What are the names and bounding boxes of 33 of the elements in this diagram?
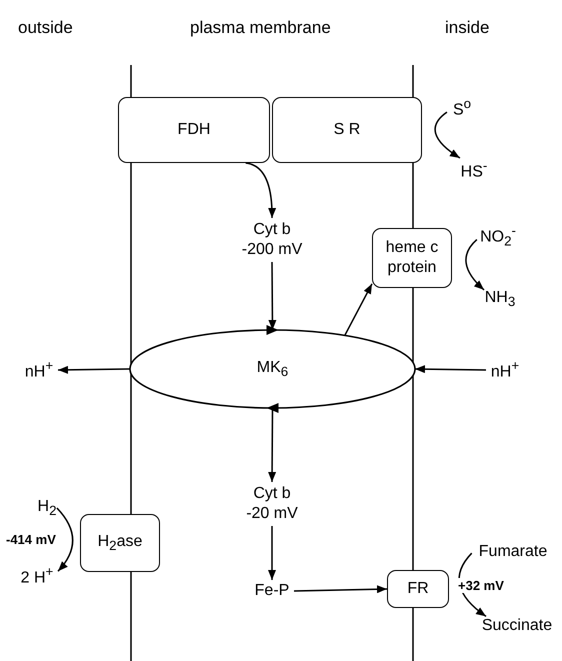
compound-label: Fumarate xyxy=(470,540,556,564)
arrow xyxy=(56,508,74,572)
arrow xyxy=(465,239,485,290)
arrow xyxy=(344,283,373,336)
carrier-label: Fe-P xyxy=(250,580,294,602)
proton-label: nH$^{+}$ xyxy=(20,358,58,382)
region-heading: outside xyxy=(18,18,73,38)
arrow xyxy=(434,111,460,159)
arrow xyxy=(268,408,276,482)
arrow xyxy=(246,162,276,218)
compound-label: Succinate xyxy=(474,614,560,638)
region-heading: plasma membrane xyxy=(190,18,331,38)
compound-label: H$_{2}$ xyxy=(34,496,60,520)
arrow xyxy=(268,262,276,330)
compound-label: HS$^{-}$ xyxy=(455,158,493,182)
enzyme-box: H$_{2}$ase xyxy=(80,514,160,572)
arrow xyxy=(58,366,130,374)
arrow xyxy=(414,365,486,374)
proton-label: nH$^{+}$ xyxy=(486,358,524,382)
arrow xyxy=(268,526,276,580)
enzyme-box: FDH xyxy=(118,97,270,163)
compound-label: NH$_{3}$ xyxy=(479,286,521,312)
compound-label: S$^{o}$ xyxy=(446,96,478,120)
proton-label: 2 H$^{+}$ xyxy=(16,564,58,588)
enzyme-box: FR xyxy=(387,570,449,608)
enzyme-box: heme c protein xyxy=(372,228,452,288)
enzyme-box: S R xyxy=(272,97,422,163)
carrier-label: Cyt b -20 mV xyxy=(244,482,300,526)
edge-label: +32 mV xyxy=(458,578,504,593)
carrier-label: Cyt b -200 mV xyxy=(238,218,306,262)
arrow xyxy=(294,585,388,594)
edge-label: -414 mV xyxy=(6,532,56,547)
region-heading: inside xyxy=(445,18,490,38)
